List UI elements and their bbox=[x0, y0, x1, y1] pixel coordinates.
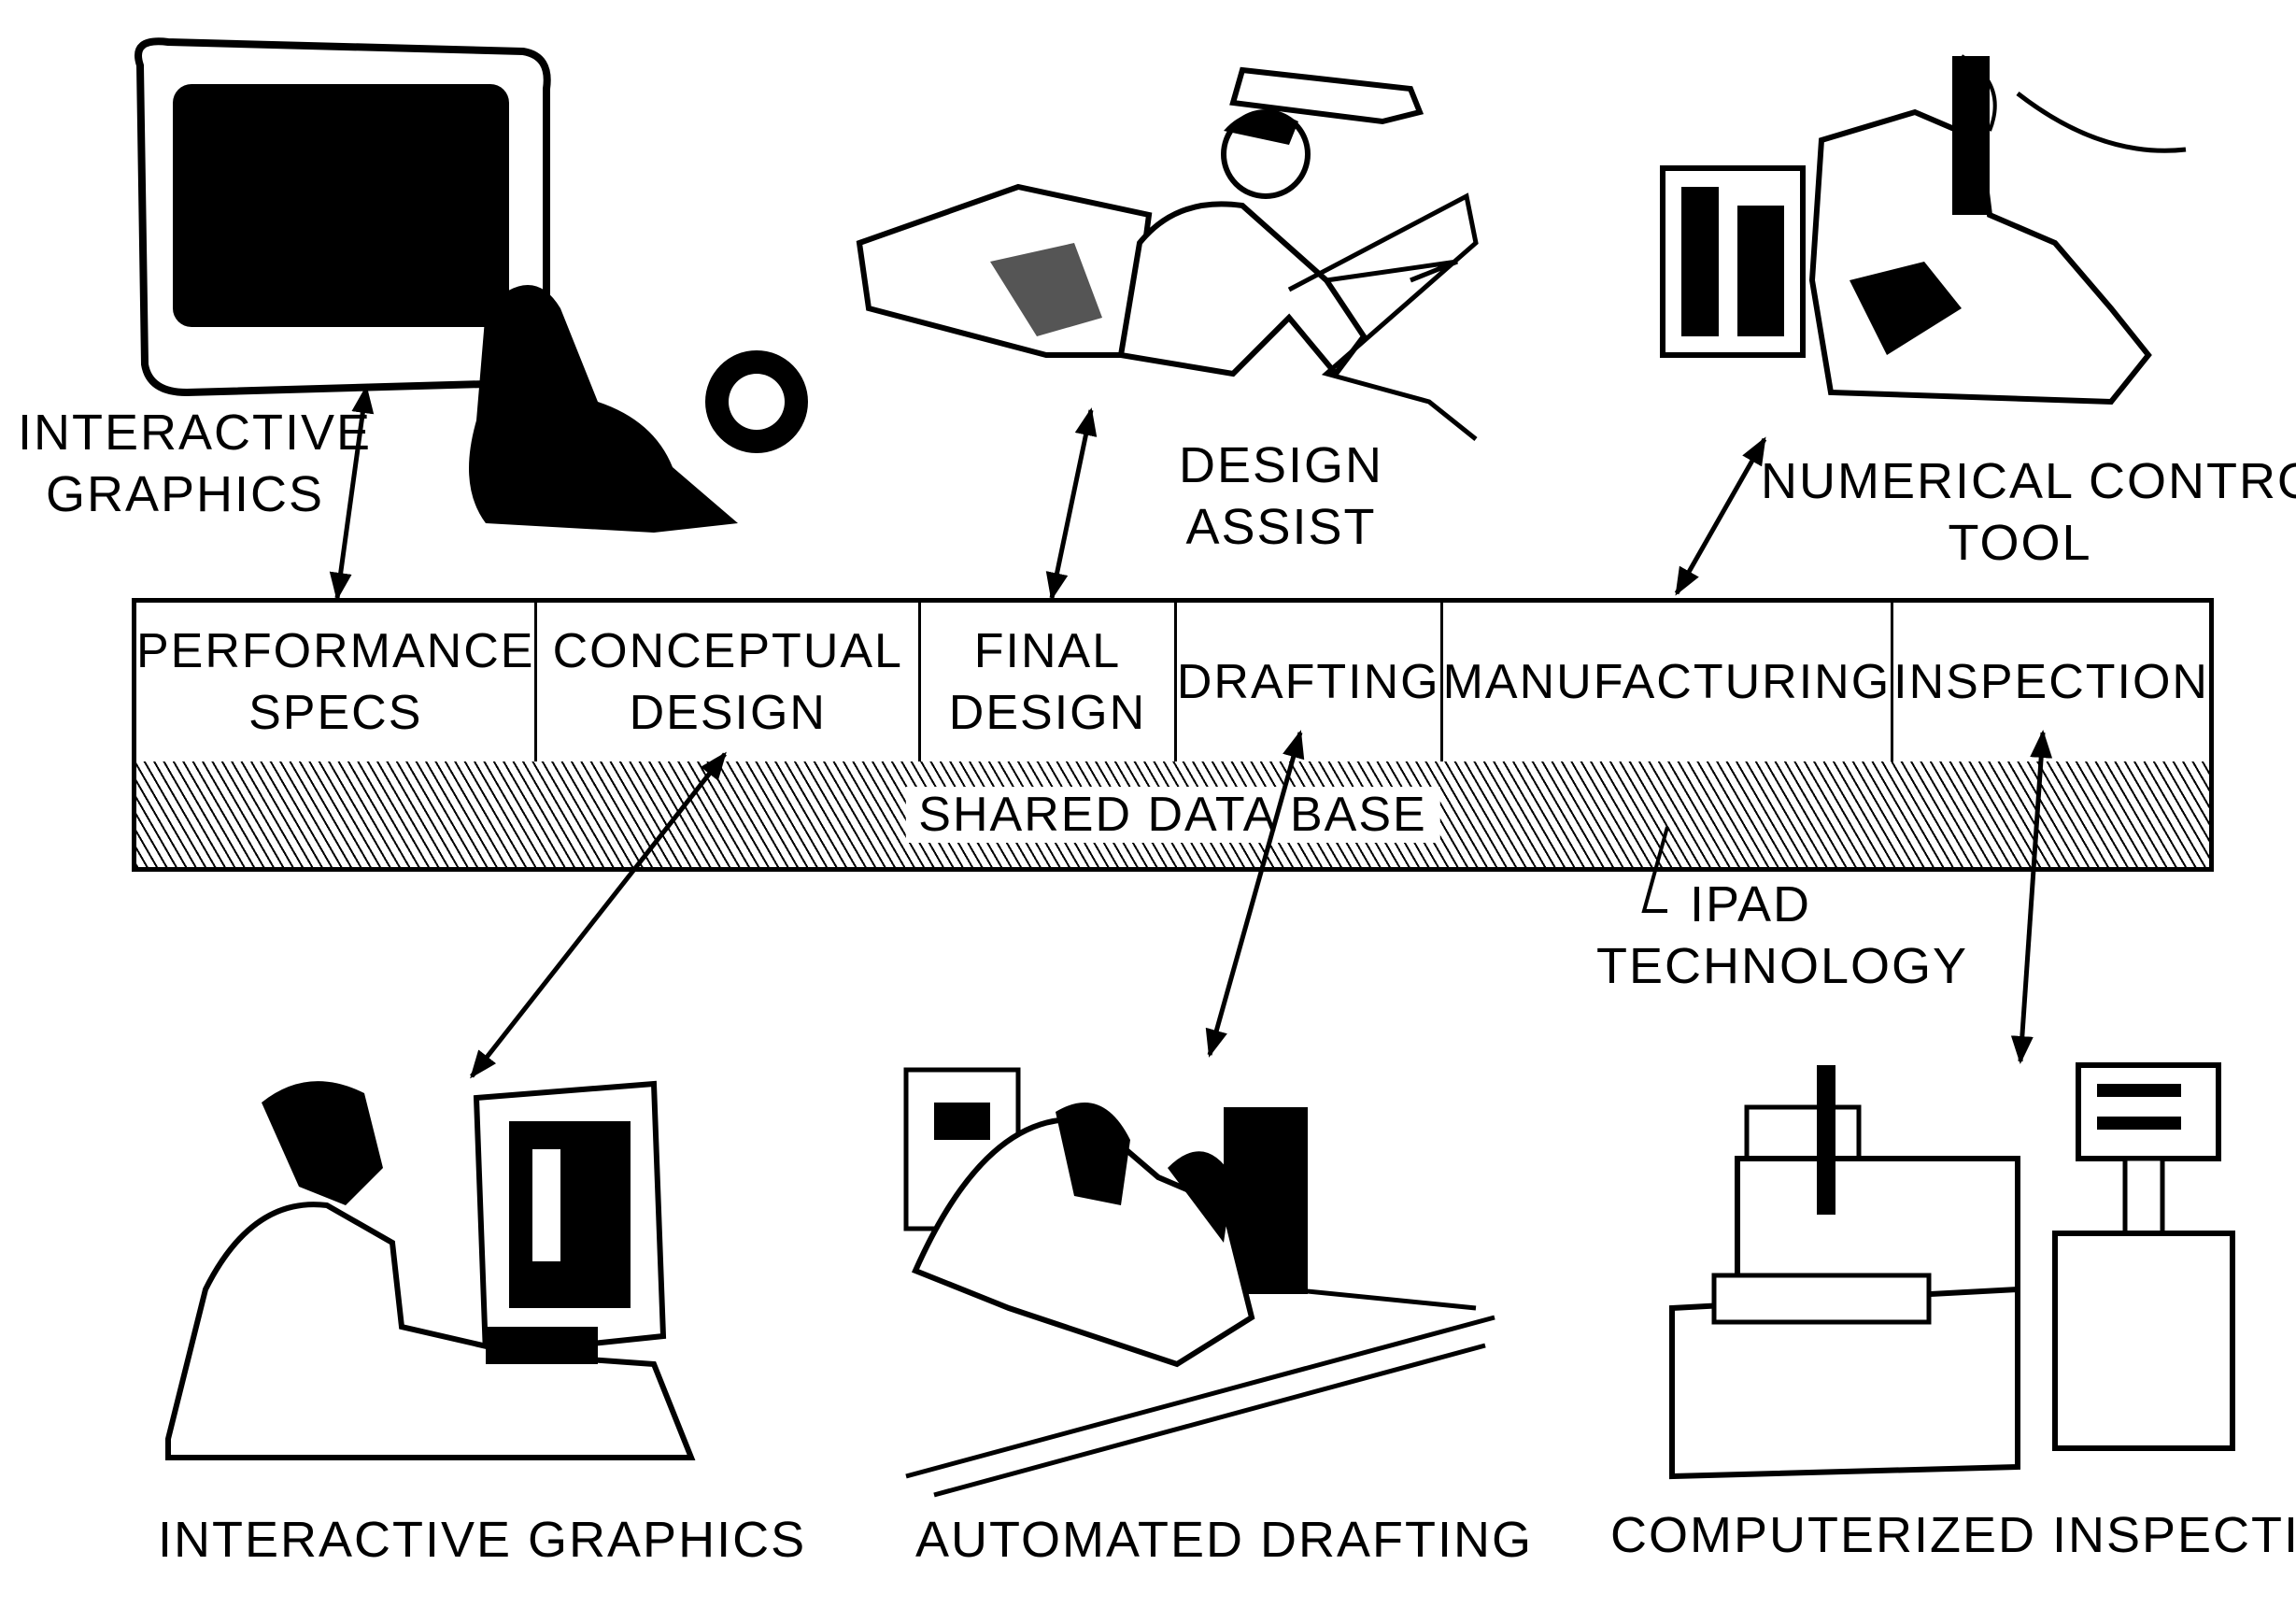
arrow-manufacturing bbox=[1674, 436, 1767, 596]
stage-label: DESIGN bbox=[629, 686, 827, 740]
arrow-conceptual-design bbox=[470, 751, 727, 1079]
stage-label: DESIGN bbox=[948, 686, 1147, 740]
label-line: IPAD bbox=[1690, 876, 1812, 932]
caption-interactive-graphics: INTERACTIVE GRAPHICS bbox=[158, 1512, 807, 1568]
label-numerical-control-tool: NUMERICAL CONTROL TOOL bbox=[1761, 450, 2296, 574]
caption-computerized-inspection: COMPUTERIZED INSPECTION bbox=[1610, 1507, 2296, 1563]
stage-performance-specs: PERFORMANCE SPECS bbox=[136, 603, 538, 761]
stage-inspection: INSPECTION bbox=[1893, 603, 2209, 761]
caption-automated-drafting: AUTOMATED DRAFTING bbox=[915, 1512, 1534, 1568]
stage-label: DRAFTING bbox=[1176, 655, 1440, 709]
stage-label: CONCEPTUAL bbox=[552, 624, 903, 678]
stage-drafting: DRAFTING bbox=[1177, 603, 1443, 761]
stage-manufacturing: MANUFACTURING bbox=[1443, 603, 1894, 761]
ipad-pointer-line bbox=[1641, 826, 1669, 913]
design-assist-illustration bbox=[856, 66, 1479, 441]
label-line: DESIGN bbox=[1179, 437, 1384, 493]
label-line: ASSIST bbox=[1185, 499, 1377, 555]
stage-final-design: FINAL DESIGN bbox=[921, 603, 1177, 761]
label-line: INTERACTIVE bbox=[18, 405, 373, 461]
arrow-inspection bbox=[2010, 730, 2053, 1064]
stage-label: MANUFACTURING bbox=[1442, 655, 1892, 709]
stage-label: SPECS bbox=[248, 686, 423, 740]
arrow-final-design bbox=[1045, 407, 1098, 601]
label-line: GRAPHICS bbox=[46, 466, 325, 522]
stage-label: FINAL bbox=[973, 624, 1122, 678]
computerized-inspection-illustration bbox=[1669, 1062, 2235, 1480]
label-line: NUMERICAL CONTROL bbox=[1761, 453, 2296, 509]
stage-label: PERFORMANCE bbox=[136, 624, 535, 678]
label-ipad-technology: IPAD TECHNOLOGY bbox=[1596, 874, 1968, 997]
numerical-control-tool-illustration bbox=[1660, 54, 2187, 406]
automated-drafting-illustration bbox=[903, 1067, 1495, 1498]
stage-conceptual-design: CONCEPTUAL DESIGN bbox=[537, 603, 922, 761]
stage-label: INSPECTION bbox=[1893, 655, 2209, 709]
label-design-assist: DESIGN ASSIST bbox=[1179, 434, 1383, 558]
process-bar: PERFORMANCE SPECS CONCEPTUAL DESIGN FINAL D… bbox=[132, 598, 2214, 872]
label-interactive-graphics-top: INTERACTIVE GRAPHICS bbox=[18, 402, 372, 525]
stage-row: PERFORMANCE SPECS CONCEPTUAL DESIGN FINAL D… bbox=[136, 603, 2209, 767]
label-line: TECHNOLOGY bbox=[1596, 938, 1969, 994]
interactive-graphics-workstation-illustration bbox=[165, 1080, 696, 1460]
arrow-performance-specs bbox=[329, 385, 375, 601]
shared-data-base-label: SHARED DATA BASE bbox=[905, 786, 1440, 843]
arrow-drafting bbox=[1205, 730, 1305, 1058]
label-line: TOOL bbox=[1948, 515, 2092, 571]
graphics-terminal-illustration bbox=[135, 37, 808, 533]
